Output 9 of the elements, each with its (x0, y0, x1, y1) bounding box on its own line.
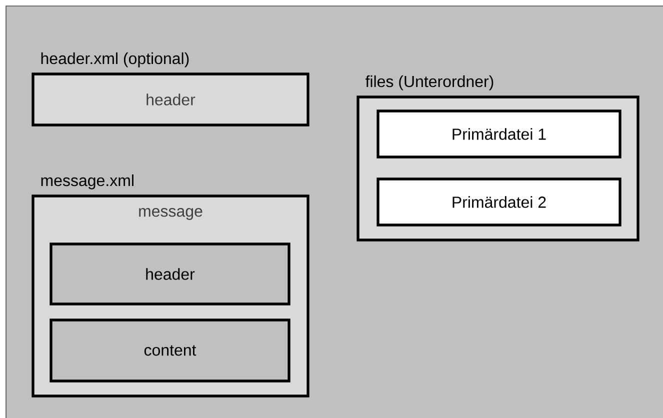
box-label: Primärdatei 1 (452, 128, 546, 140)
box-label: header (146, 268, 195, 280)
box-heading: header.xml (optional) (41, 52, 189, 68)
box-label: content (144, 345, 196, 356)
box-heading: message.xml (41, 174, 134, 190)
box-label: header (146, 94, 196, 106)
box-label: Primärdatei 2 (452, 196, 546, 208)
box-label: message (139, 208, 202, 220)
box-heading: files (Unterordner) (366, 75, 494, 90)
